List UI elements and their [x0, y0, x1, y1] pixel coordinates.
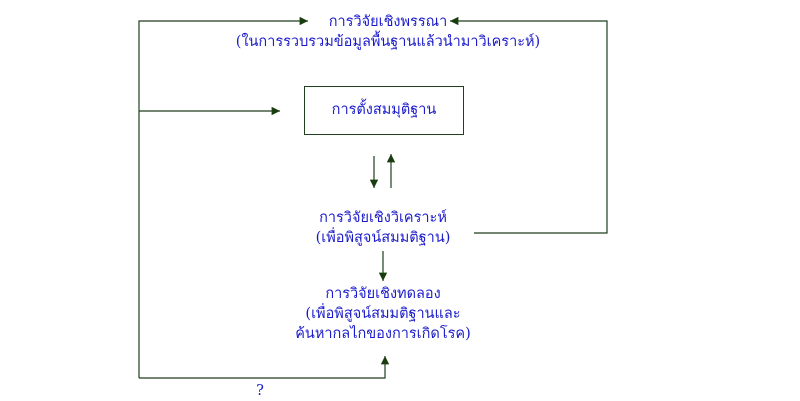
experimental-research-subtitle: (เพื่อพิสูจน์สมมติฐานและ: [305, 306, 461, 322]
experimental-research-title: การวิจัยเชิงทดลอง: [325, 286, 441, 302]
experimental-research-node: การวิจัยเชิงทดลอง (เพื่อพิสูจน์สมมติฐานแ…: [268, 284, 498, 344]
descriptive-research-subtitle: (ในการรวบรวมข้อมูลพื้นฐานแล้วนำมาวิเคราะ…: [235, 34, 541, 50]
hypothesis-box: การตั้งสมมุติฐาน: [304, 86, 464, 135]
experimental-to-loop-arrow: [139, 356, 390, 379]
analytical-research-subtitle: (เพื่อพิสูจน์สมมติฐาน): [315, 230, 451, 246]
descriptive-research-node: การวิจัยเชิงพรรณา (ในการรวบรวมข้อมูลพื้น…: [213, 12, 563, 52]
experimental-research-subtitle-2: ค้นหากลไกของการเกิดโรค): [295, 326, 471, 342]
descriptive-research-title: การวิจัยเชิงพรรณา: [328, 14, 448, 30]
loop-question-label: ?: [256, 383, 264, 399]
analytical-research-title: การวิจัยเชิงวิเคราะห์: [319, 210, 447, 226]
hypothesis-title: การตั้งสมมุติฐาน: [331, 102, 437, 118]
loop-to-descriptive-arrow: [138, 16, 308, 378]
analytical-to-descriptive-arrow: [450, 16, 608, 234]
analytical-research-node: การวิจัยเชิงวิเคราะห์ (เพื่อพิสูจน์สมมติ…: [283, 208, 483, 248]
